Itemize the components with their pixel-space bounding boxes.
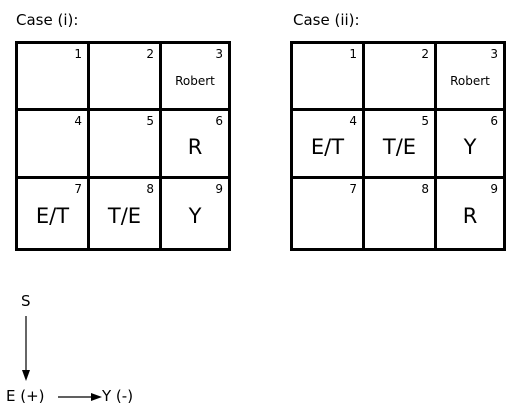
- case-1-cell-9: 9 Y: [162, 179, 228, 248]
- case-1-cell-1: 1: [18, 44, 90, 111]
- cell-content: Robert: [175, 74, 215, 88]
- case-1-cell-6: 6 R: [162, 111, 228, 179]
- cell-content: T/E: [382, 135, 417, 159]
- cell-number: 5: [421, 114, 429, 128]
- cell-number: 7: [74, 182, 82, 196]
- case-2-cell-5: 5 T/E: [365, 111, 437, 179]
- arrow-s-to-e-head: [22, 370, 30, 381]
- case-2-cell-6: 6 Y: [437, 111, 503, 179]
- cell-number: 7: [349, 182, 357, 196]
- cell-number: 8: [421, 182, 429, 196]
- case-1-cell-3: 3 Robert: [162, 44, 228, 111]
- case-1-cell-2: 2: [90, 44, 162, 111]
- cell-content: E/T: [35, 204, 70, 228]
- cell-number: 9: [490, 182, 498, 196]
- case-2-cell-4: 4 E/T: [293, 111, 365, 179]
- case-1-cell-7: 7 E/T: [18, 179, 90, 248]
- cell-number: 3: [490, 47, 498, 61]
- diagram-node-y: Y (-): [102, 387, 134, 405]
- cell-content: T/E: [107, 204, 142, 228]
- arrow-e-to-y-head: [91, 393, 102, 401]
- case-2-cell-8: 8: [365, 179, 437, 248]
- case-1-grid: 1 2 3 Robert 4 5 6 R 7 E/T 8 T/E 9 Y: [15, 41, 231, 251]
- cell-number: 6: [215, 114, 223, 128]
- cell-content: R: [187, 135, 203, 159]
- case-1-cell-5: 5: [90, 111, 162, 179]
- cell-content: Robert: [450, 74, 490, 88]
- cell-number: 4: [74, 114, 82, 128]
- cell-number: 8: [146, 182, 154, 196]
- cell-content: Y: [188, 204, 202, 228]
- cell-content: Y: [463, 135, 477, 159]
- case-2-cell-2: 2: [365, 44, 437, 111]
- cell-number: 4: [349, 114, 357, 128]
- diagram-node-e: E (+): [6, 387, 45, 405]
- case-2-cell-3: 3 Robert: [437, 44, 503, 111]
- diagram-node-s: S: [21, 292, 31, 310]
- cell-number: 6: [490, 114, 498, 128]
- case-2-title: Case (ii):: [293, 11, 360, 29]
- case-1-cell-4: 4: [18, 111, 90, 179]
- case-1-cell-8: 8 T/E: [90, 179, 162, 248]
- cell-number: 1: [74, 47, 82, 61]
- cell-number: 2: [421, 47, 429, 61]
- case-2-cell-7: 7: [293, 179, 365, 248]
- case-2-cell-1: 1: [293, 44, 365, 111]
- cell-number: 3: [215, 47, 223, 61]
- cell-number: 5: [146, 114, 154, 128]
- cell-content: E/T: [310, 135, 345, 159]
- case-2-cell-9: 9 R: [437, 179, 503, 248]
- case-1-title: Case (i):: [16, 11, 79, 29]
- cell-content: R: [462, 204, 478, 228]
- cell-number: 9: [215, 182, 223, 196]
- cell-number: 1: [349, 47, 357, 61]
- cell-number: 2: [146, 47, 154, 61]
- case-2-grid: 1 2 3 Robert 4 E/T 5 T/E 6 Y 7 8 9 R: [290, 41, 506, 251]
